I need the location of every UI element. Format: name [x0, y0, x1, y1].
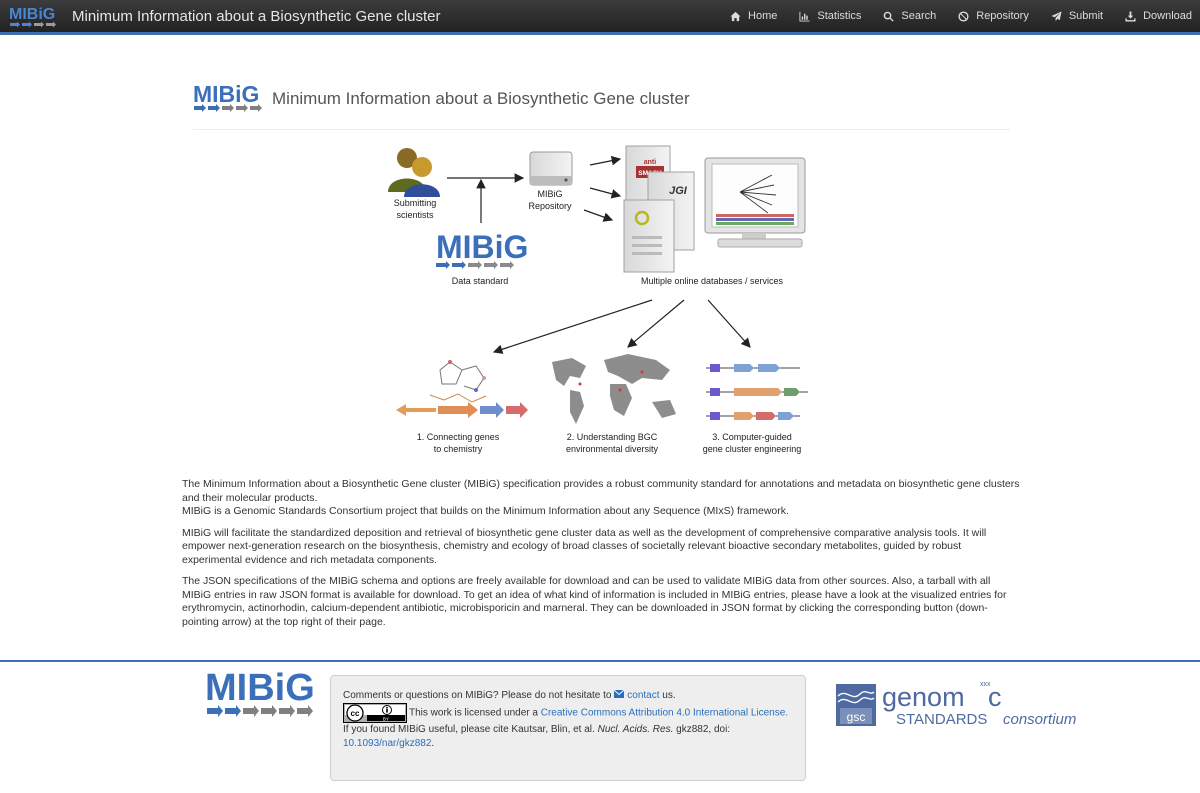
cc-badge-by: BY: [383, 716, 389, 721]
home-icon: [730, 11, 741, 21]
gsc-word-c: c: [988, 682, 1002, 712]
jgi-label: JGI: [669, 185, 688, 197]
license-link[interactable]: Creative Commons Attribution 4.0 Interna…: [540, 707, 789, 719]
nav-search-label: Search: [901, 10, 937, 22]
gsc-standards: STANDARDS: [896, 711, 987, 728]
gsc-word-genom: genom: [882, 682, 965, 712]
svg-text:scientists: scientists: [396, 210, 434, 220]
gene-cluster-engineering-illustration: [706, 364, 808, 420]
nav-submit-label: Submit: [1068, 10, 1104, 22]
footer-comments: Comments or questions on MIBiG? Please d…: [343, 689, 793, 703]
navbar-title[interactable]: Minimum Information about a Biosynthetic…: [72, 8, 441, 25]
nav-search[interactable]: Search: [871, 0, 946, 32]
online-services-label: Multiple online databases / services: [641, 276, 784, 286]
svg-text:to chemistry: to chemistry: [434, 444, 483, 454]
gsc-consortium: consortium: [1003, 711, 1076, 728]
footer-license: cc BY This work is licensed under a Crea…: [343, 703, 793, 723]
overview-figure: Submitting scientists MIBiG: [380, 140, 820, 460]
intro-paragraph-1: The Minimum Information about a Biosynth…: [182, 478, 1020, 519]
doi-suffix: .: [431, 738, 435, 749]
intro-paragraph-3: The JSON specifications of the MIBiG sch…: [182, 575, 1007, 628]
footer-logo-text: MIBiG: [205, 667, 315, 709]
data-standard-label: Data standard: [452, 276, 509, 286]
search-icon: [884, 11, 895, 22]
database-server-icon: [623, 199, 675, 273]
footer-info-box: Comments or questions on MIBiG? Please d…: [330, 675, 806, 781]
gsc-badge-icon: gsc: [836, 684, 876, 726]
footer-divider: [0, 660, 1200, 662]
mibig-logo: MIBiG: [193, 82, 262, 112]
gsc-logo[interactable]: gsc genom xxx c STANDARDS consortium: [836, 682, 1088, 730]
envelope-icon: [614, 690, 625, 698]
nav-submit[interactable]: Submit: [1039, 0, 1113, 32]
footer-mibig-logo: MIBiG: [205, 667, 315, 717]
svg-text:gene cluster engineering: gene cluster engineering: [703, 444, 802, 454]
navbar-menu: Home Statistics Search Repository Submit…: [718, 0, 1200, 32]
svg-text:3. Computer-guided: 3. Computer-guided: [712, 432, 792, 442]
svg-text:1. Connecting genes: 1. Connecting genes: [417, 432, 500, 442]
svg-text:Submitting: Submitting: [394, 198, 437, 208]
download-icon: [1125, 10, 1136, 22]
nav-download[interactable]: Download: [1113, 0, 1200, 32]
intro-text: The Minimum Information about a Biosynth…: [182, 478, 1020, 637]
license-text: This work is licensed under a: [409, 707, 538, 719]
bar-chart-icon: [799, 11, 810, 22]
figure-logo-text: MIBiG: [436, 229, 528, 265]
comments-text: Comments or questions on MIBiG? Please d…: [343, 690, 612, 701]
mibig-brand-logo[interactable]: MIBiG: [8, 4, 62, 30]
svg-text:environmental diversity: environmental diversity: [566, 444, 659, 454]
gsc-badge-text: gsc: [847, 710, 866, 724]
repository-drive-icon: [529, 151, 573, 186]
svg-text:2. Understanding BGC: 2. Understanding BGC: [567, 432, 658, 442]
nav-repository-label: Repository: [976, 10, 1029, 22]
cite-text: If you found MIBiG useful, please cite K…: [343, 724, 595, 735]
navbar: MIBiG Minimum Information about a Biosyn…: [0, 0, 1200, 35]
nav-home-label: Home: [748, 10, 778, 22]
header-logo-text: MIBiG: [193, 82, 259, 107]
header-divider: [193, 129, 1010, 130]
svg-text:xxx: xxx: [980, 682, 991, 688]
brand-logo-text: MIBiG: [9, 6, 55, 23]
nav-home[interactable]: Home: [718, 0, 787, 32]
nav-statistics[interactable]: Statistics: [787, 0, 871, 32]
repository-icon: [958, 10, 969, 22]
doi-link[interactable]: 10.1093/nar/gkz882: [343, 738, 432, 749]
cc-by-badge[interactable]: cc BY: [343, 703, 407, 723]
antismash-top: anti: [644, 159, 657, 166]
intro-paragraph-2: MIBiG will facilitate the standardized d…: [182, 526, 987, 566]
send-icon: [1051, 10, 1062, 21]
intro-p1b: MIBiG is a Genomic Standards Consortium …: [182, 505, 789, 517]
intro-p1: The Minimum Information about a Biosynth…: [182, 478, 1020, 504]
overview-diagram: Submitting scientists MIBiG: [388, 145, 808, 454]
page-title: Minimum Information about a Biosynthetic…: [272, 89, 690, 108]
cc-badge-cc: cc: [351, 709, 360, 718]
monitor-icon: [704, 157, 806, 248]
comments-suffix: us.: [662, 690, 676, 701]
nav-download-label: Download: [1143, 10, 1192, 22]
world-map-illustration: [552, 354, 676, 424]
svg-text:MIBiG: MIBiG: [537, 189, 562, 199]
chemistry-genes-illustration: [396, 360, 528, 418]
svg-text:Repository: Repository: [528, 201, 572, 211]
cite-suffix: gkz882, doi:: [676, 724, 731, 735]
footer-citation: If you found MIBiG useful, please cite K…: [343, 723, 793, 751]
cite-journal: Nucl. Acids. Res.: [597, 724, 674, 735]
nav-repository[interactable]: Repository: [946, 0, 1039, 32]
scientists-icon: [388, 148, 440, 197]
data-standard-logo: MIBiG: [436, 229, 528, 269]
nav-statistics-label: Statistics: [817, 10, 862, 22]
contact-link[interactable]: contact: [627, 690, 660, 701]
